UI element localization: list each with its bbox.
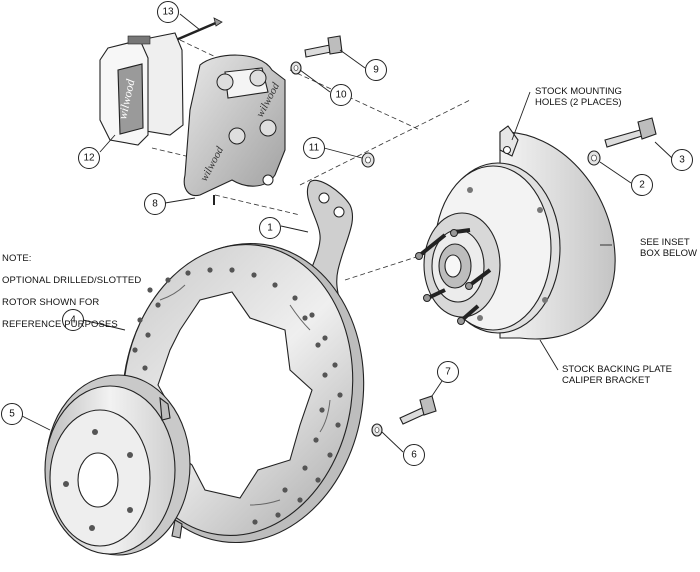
callout-2: 2 bbox=[631, 174, 653, 196]
svg-text:9: 9 bbox=[373, 65, 379, 76]
svg-text:STOCK MOUNTING: STOCK MOUNTING bbox=[535, 86, 622, 97]
label-see-inset: SEE INSET BOX BELOW bbox=[640, 237, 697, 259]
callout-9: 9 bbox=[365, 59, 387, 81]
svg-text:SEE INSET: SEE INSET bbox=[640, 237, 690, 248]
note-line-2: OPTIONAL DRILLED/SLOTTED bbox=[2, 275, 142, 286]
svg-text:CALIPER BRACKET: CALIPER BRACKET bbox=[562, 375, 650, 386]
rotor-hat-5 bbox=[44, 374, 191, 556]
wheel-studs bbox=[415, 228, 492, 325]
bolt-7 bbox=[399, 395, 437, 425]
callout-13: 13 bbox=[157, 1, 179, 23]
callout-10: 10 bbox=[330, 84, 352, 106]
svg-text:8: 8 bbox=[152, 199, 158, 210]
callout-11: 11 bbox=[303, 137, 325, 159]
bolt-3 bbox=[604, 117, 657, 148]
svg-text:HOLES (2 PLACES): HOLES (2 PLACES) bbox=[535, 97, 622, 108]
note-line-1: NOTE: bbox=[2, 253, 32, 264]
svg-text:STOCK BACKING PLATE: STOCK BACKING PLATE bbox=[562, 364, 672, 375]
bolt-9 bbox=[304, 35, 343, 58]
callout-12: 12 bbox=[78, 147, 100, 169]
svg-text:7: 7 bbox=[445, 367, 451, 378]
note-line-4: REFERENCE PURPOSES bbox=[2, 319, 118, 330]
leader-lines bbox=[21, 13, 673, 453]
callout-1: 1 bbox=[259, 217, 281, 239]
brake-pads-12: wilwood bbox=[99, 32, 184, 146]
svg-text:BOX BELOW: BOX BELOW bbox=[640, 248, 697, 259]
svg-text:3: 3 bbox=[679, 155, 685, 166]
svg-text:13: 13 bbox=[162, 7, 174, 18]
callout-8: 8 bbox=[144, 193, 166, 215]
callout-6: 6 bbox=[403, 444, 425, 466]
rotor-slots bbox=[139, 284, 331, 506]
optional-rotor-note: NOTE: OPTIONAL DRILLED/SLOTTED ROTOR SHO… bbox=[2, 242, 141, 341]
caliper-8: wilwood wilwood bbox=[183, 54, 286, 205]
callout-3: 3 bbox=[671, 149, 693, 171]
hub-assembly bbox=[415, 162, 561, 334]
svg-text:11: 11 bbox=[309, 143, 320, 154]
svg-text:2: 2 bbox=[639, 180, 645, 191]
note-line-3: ROTOR SHOWN FOR bbox=[2, 297, 100, 308]
label-stock-mounting-holes: STOCK MOUNTING HOLES (2 PLACES) bbox=[535, 86, 622, 108]
svg-text:10: 10 bbox=[335, 90, 347, 101]
svg-text:5: 5 bbox=[9, 409, 15, 420]
callout-7: 7 bbox=[437, 361, 459, 383]
label-stock-backing-plate: STOCK BACKING PLATE CALIPER BRACKET bbox=[562, 364, 672, 386]
callout-5: 5 bbox=[1, 403, 23, 425]
svg-text:4: 4 bbox=[70, 315, 76, 326]
svg-text:6: 6 bbox=[411, 450, 417, 461]
svg-text:12: 12 bbox=[83, 153, 95, 164]
callout-4: 4 bbox=[62, 309, 84, 331]
svg-text:1: 1 bbox=[267, 223, 273, 234]
cotter-pin-13 bbox=[175, 17, 223, 42]
